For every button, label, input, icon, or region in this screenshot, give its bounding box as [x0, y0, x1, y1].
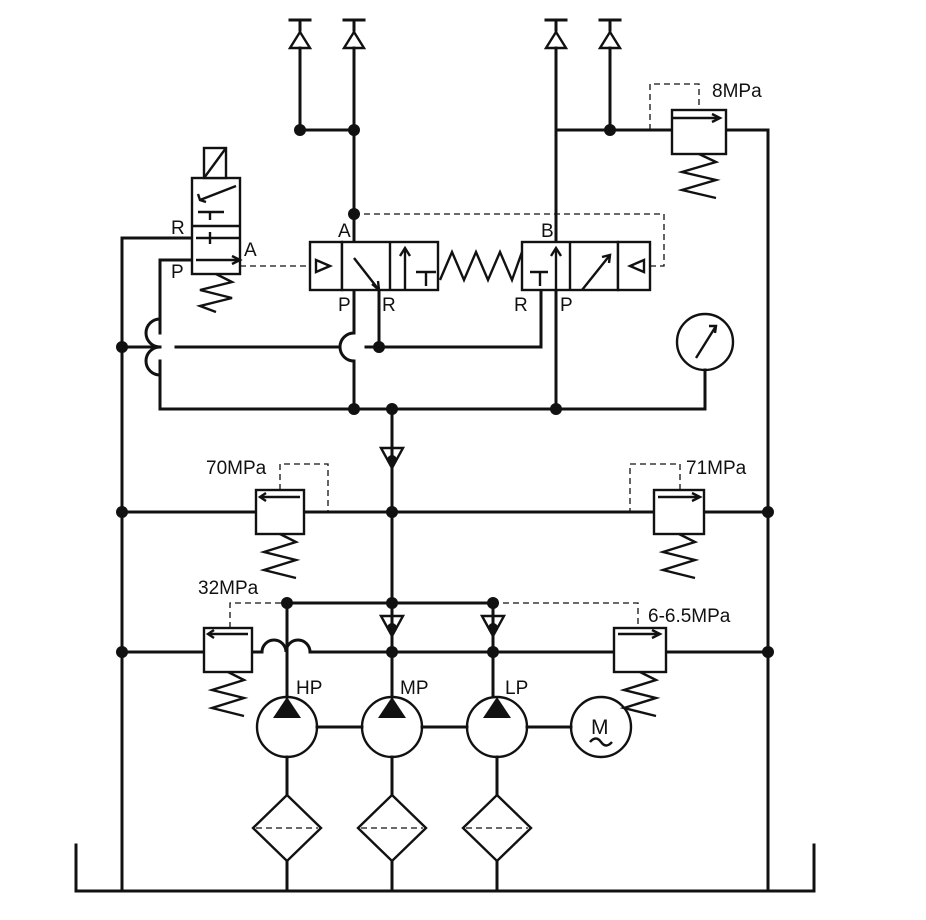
right-label-p: P — [560, 295, 573, 316]
pump-hp — [255, 695, 319, 759]
relief-valve-71mpa — [629, 463, 706, 580]
label-32mpa: 32MPa — [198, 578, 259, 599]
filter-mp — [356, 793, 428, 863]
motor-label: M — [591, 716, 609, 739]
filter-lp — [461, 793, 533, 863]
right-label-b: B — [541, 221, 554, 242]
label-71mpa: 71MPa — [686, 458, 747, 479]
quick-coupler-2 — [341, 18, 367, 50]
relief-valve-70mpa — [254, 463, 329, 580]
left-directional-valve — [308, 240, 440, 293]
sol-label-p: P — [171, 262, 184, 283]
relief-valve-6mpa — [493, 602, 668, 718]
label-8mpa: 8MPa — [712, 81, 762, 102]
tank — [74, 843, 816, 893]
check-valve-lp — [479, 614, 507, 639]
solenoid-valve — [190, 146, 243, 314]
filter-hp — [251, 793, 323, 863]
check-valve-hp — [378, 614, 406, 639]
manifold-lines — [120, 128, 707, 462]
sol-label-a: A — [244, 240, 257, 261]
pump-label-mp: MP — [400, 678, 429, 699]
pump-label-hp: HP — [296, 678, 322, 699]
relief-valve-8mpa — [649, 83, 728, 200]
label-6mpa: 6-6.5MPa — [648, 606, 731, 627]
quick-coupler-1 — [287, 18, 313, 50]
pressure-gauge — [675, 312, 735, 372]
pump-mp — [360, 695, 424, 759]
junction-dots — [116, 124, 774, 658]
electric-motor — [569, 695, 633, 759]
left-label-p: P — [338, 295, 351, 316]
right-directional-valve — [520, 240, 652, 292]
center-spring — [438, 248, 524, 284]
pump-label-lp: LP — [505, 678, 528, 699]
suction-lines — [285, 755, 499, 893]
pump-lp — [465, 695, 529, 759]
right-label-r: R — [514, 295, 528, 316]
quick-coupler-4 — [597, 18, 623, 50]
pilot-line-right — [354, 213, 665, 267]
left-label-r: R — [382, 295, 396, 316]
label-70mpa: 70MPa — [206, 458, 267, 479]
quick-coupler-3 — [543, 18, 569, 50]
sol-label-r: R — [171, 218, 185, 239]
relief-valve-32mpa — [202, 602, 287, 718]
check-valve-main — [378, 446, 406, 514]
left-label-a: A — [338, 221, 351, 242]
